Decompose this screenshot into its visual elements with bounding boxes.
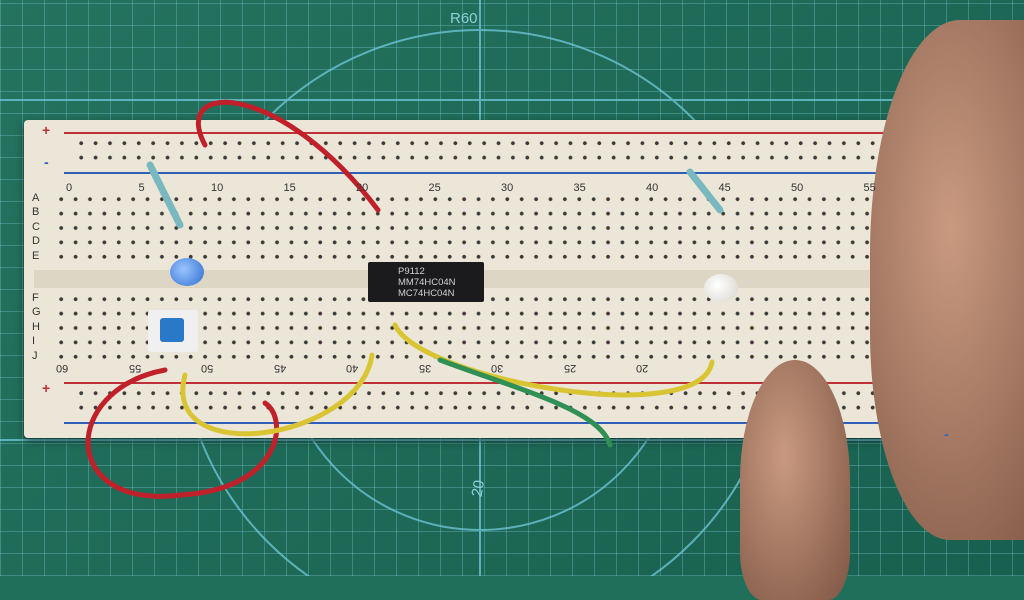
board-label: 0 — [66, 182, 73, 194]
ic-chip-74hc04: P9112 MM74HC04N MC74HC04N — [368, 262, 484, 302]
board-label: E — [32, 249, 40, 262]
board-label: 25 — [563, 362, 576, 374]
board-label: 30 — [501, 182, 514, 194]
chip-line-3: MC74HC04N — [398, 288, 455, 299]
board-label: A — [32, 192, 40, 204]
board-label: G — [32, 306, 41, 319]
red-wire — [85, 367, 279, 499]
top-plus-line — [64, 132, 924, 134]
hand — [870, 20, 1024, 540]
top-minus-line — [64, 172, 924, 174]
finger — [740, 360, 850, 600]
board-label: 25 — [428, 182, 441, 194]
plus-symbol: + — [42, 122, 51, 138]
push-button[interactable] — [148, 310, 198, 352]
board-label: 35 — [573, 182, 586, 194]
resistor — [146, 161, 184, 229]
board-label: 20 — [636, 362, 649, 374]
board-label: J — [32, 349, 38, 362]
blue-led — [170, 258, 204, 286]
board-label: C — [32, 220, 40, 233]
board-label: I — [32, 335, 36, 348]
board-label: 30 — [491, 362, 504, 374]
board-label: 40 — [646, 182, 659, 194]
board-label: 45 — [718, 182, 731, 194]
board-label: 55 — [128, 362, 141, 374]
resistor — [686, 168, 724, 214]
minus-symbol: - — [44, 154, 49, 170]
board-label: 55 — [863, 182, 876, 194]
green-wire — [437, 357, 613, 448]
minus-symbol: - — [944, 426, 949, 442]
board-label: 15 — [283, 182, 296, 194]
board-label: 50 — [791, 182, 804, 194]
board-label: F — [32, 292, 39, 304]
chip-line-2: MM74HC04N — [398, 277, 456, 288]
board-label: 45 — [273, 362, 286, 374]
chip-line-1: P9112 — [398, 266, 425, 277]
board-label: 20 — [356, 182, 369, 194]
board-label: B — [32, 206, 40, 219]
board-label: 35 — [418, 362, 431, 374]
bottom-minus-line — [64, 422, 924, 424]
yellow-wire — [180, 352, 375, 437]
board-label: 40 — [346, 362, 359, 374]
top-rail-holes — [74, 136, 924, 168]
board-label: 50 — [201, 362, 214, 374]
push-button-cap — [160, 318, 184, 342]
lower-terminal-holes — [54, 292, 924, 364]
board-label: 60 — [56, 362, 69, 374]
board-label: D — [32, 235, 40, 248]
white-led — [704, 274, 738, 302]
board-label: H — [32, 320, 40, 333]
upper-terminal-holes — [54, 192, 924, 264]
mat-label-r60: R60 — [450, 10, 478, 27]
board-label: 10 — [211, 182, 224, 194]
yellow-wire — [392, 322, 715, 398]
plus-symbol: + — [42, 380, 51, 396]
red-wire — [196, 99, 381, 213]
board-label: 5 — [138, 182, 145, 194]
bottom-plus-line — [64, 382, 924, 384]
